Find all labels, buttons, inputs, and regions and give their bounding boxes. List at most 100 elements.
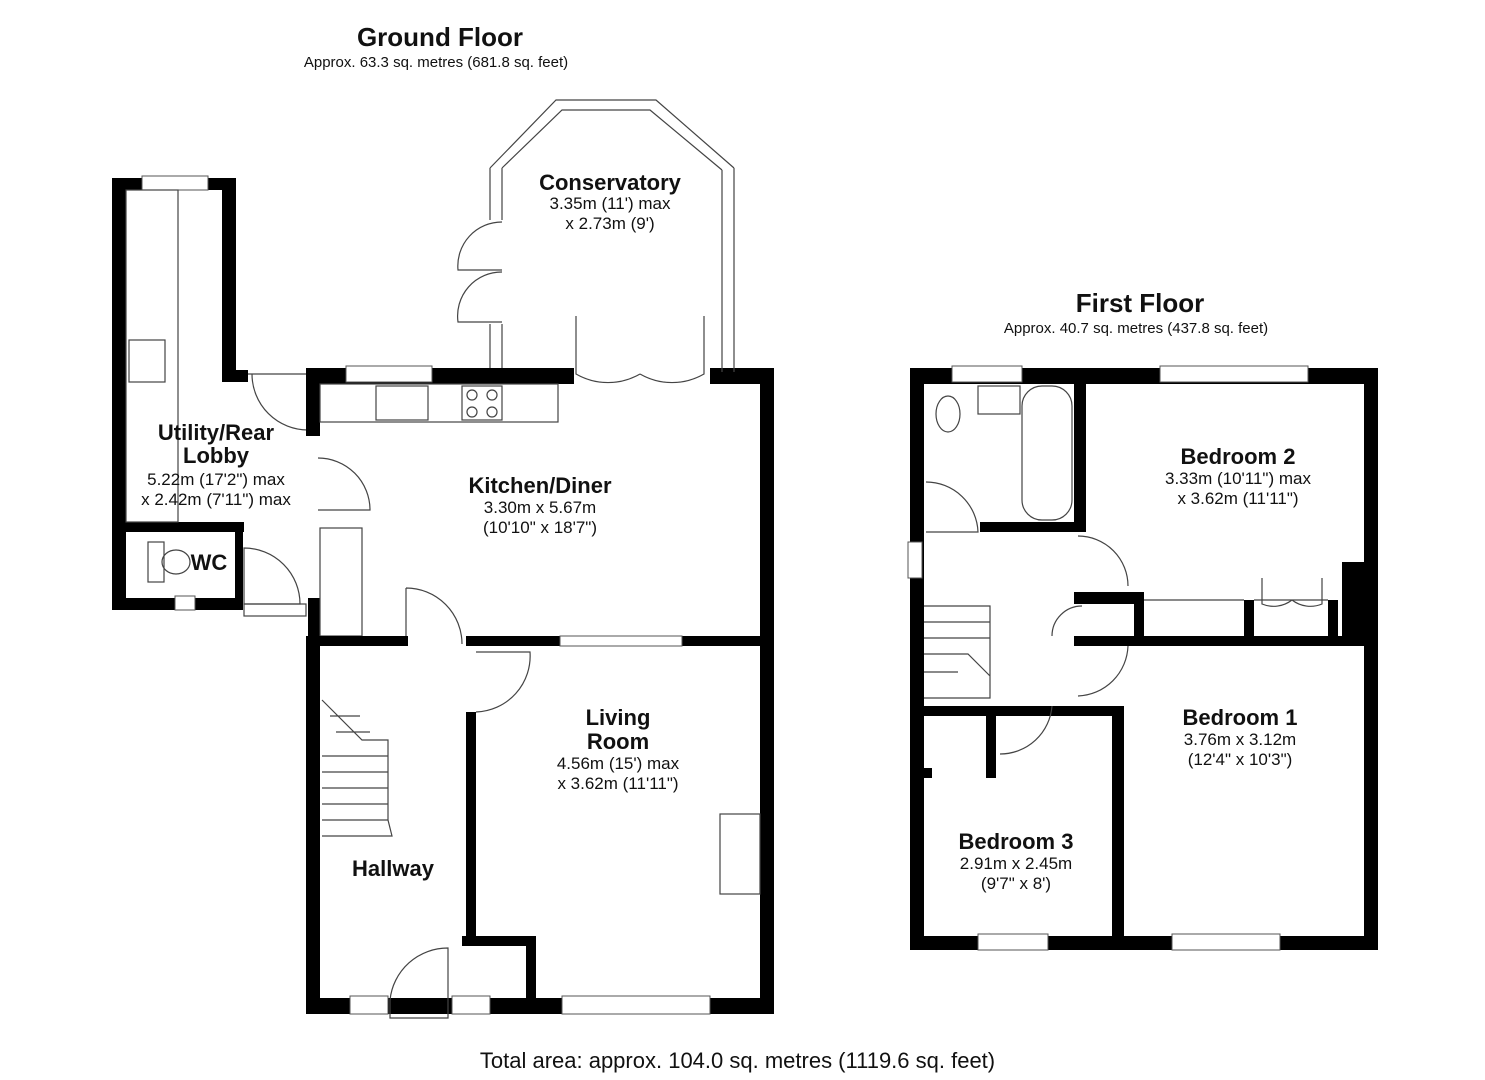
bathroom-window [951, 365, 1023, 383]
conservatory-glazing-lower [489, 324, 503, 368]
kitchen-dim1: 3.30m x 5.67m [484, 498, 596, 517]
ff-wall-east [1364, 368, 1378, 950]
kitchen-dim2: (10'10" x 18'7") [483, 518, 597, 537]
bedroom3-dim2: (9'7" x 8') [981, 874, 1051, 893]
hall-wall-west [306, 636, 320, 1014]
conservatory-label: Conservatory [539, 170, 682, 195]
landing-window [907, 541, 923, 579]
chimney-breast [1342, 562, 1364, 640]
ground-floor-plan: Conservatory 3.35m (11') max x 2.73m (9'… [112, 99, 774, 1019]
living-label-line2: Room [587, 729, 649, 754]
cupboard-wall-2 [1244, 600, 1254, 640]
kitchen-wall-west-lower [308, 598, 320, 638]
bathroom-wall-east [1074, 384, 1086, 532]
ground-floor-title: Ground Floor [356, 22, 524, 52]
bedroom2-door-swing [1051, 535, 1129, 637]
wc-cistern [147, 541, 165, 583]
utility-label-line2: Lobby [183, 443, 250, 468]
utility-wall-west [112, 178, 126, 610]
bedroom2-dim2: x 3.62m (11'11") [1177, 489, 1298, 508]
utility-window-north [141, 175, 209, 191]
first-floor-plan: Bedroom 2 3.33m (10'11") max x 3.62m (11… [907, 365, 1378, 951]
wc-toilet [161, 549, 191, 575]
ff-wall-west [910, 368, 924, 950]
bedroom3-dim1: 2.91m x 2.45m [960, 854, 1072, 873]
living-fireplace [719, 813, 761, 895]
wc-wall-east [235, 522, 243, 610]
bedroom1-label: Bedroom 1 [1183, 705, 1298, 730]
hob-ring [486, 406, 498, 418]
first-floor-area: Approx. 40.7 sq. metres (437.8 sq. feet) [1003, 320, 1269, 337]
bedroom3-wall-nib [986, 706, 996, 778]
bedroom1-window [1171, 933, 1281, 951]
bedroom3-wall-north [924, 706, 1118, 716]
front-door-swing [389, 947, 449, 1019]
hallway-label: Hallway [352, 856, 435, 881]
first-floor-title: First Floor [1075, 288, 1205, 318]
wc-wall-north [126, 522, 244, 532]
bedroom2-window [1159, 365, 1309, 383]
conservatory-glazing [489, 99, 735, 372]
living-internal-glazing [559, 635, 683, 647]
kitchen-wall-north-east [710, 368, 774, 384]
conservatory-dim2: x 2.73m (9') [565, 214, 654, 233]
hall-window-right [451, 995, 491, 1015]
bedroom3-door-swing [999, 705, 1053, 755]
living-window [561, 995, 711, 1015]
bedroom2-wall-south-left [1074, 592, 1144, 604]
hall-wall-north [306, 636, 408, 646]
utility-wall-ne [222, 370, 248, 382]
living-label-line1: Living [586, 705, 651, 730]
porch-wall-east [526, 936, 536, 1002]
conservatory-french-doors [575, 316, 705, 384]
conservatory-dim1: 3.35m (11') max [549, 194, 671, 213]
utility-worktop [125, 189, 179, 523]
bathroom-basin [977, 385, 1021, 415]
kitchen-window [345, 365, 433, 383]
wc-window [174, 595, 196, 611]
utility-label-line1: Utility/Rear [158, 420, 275, 445]
bathroom-wall-south [980, 522, 1086, 532]
kitchen-wall-west-upper [306, 368, 320, 436]
bathroom-toilet [935, 395, 961, 433]
ground-stairs [321, 699, 393, 837]
hall-window-left [349, 995, 389, 1015]
hob-ring [466, 389, 478, 401]
living-door-swing [475, 651, 531, 713]
bedroom1-dim2: (12'4" x 10'3") [1188, 750, 1293, 769]
wardrobe-doors [1261, 578, 1323, 607]
bedroom1-bedroom3-wall [1112, 706, 1124, 936]
bedroom1-dim1: 3.76m x 3.12m [1184, 730, 1296, 749]
hob-ring [486, 389, 498, 401]
bedroom3-label: Bedroom 3 [959, 829, 1074, 854]
bedroom3-wall-nib-west [924, 768, 932, 778]
utility-wall-east [222, 178, 236, 382]
hall-living-partition [466, 712, 476, 940]
total-area: Total area: approx. 104.0 sq. metres (11… [479, 1048, 996, 1073]
hob-ring [466, 406, 478, 418]
wc-label: WC [191, 550, 228, 575]
hall-kitchen-door-swing [405, 587, 463, 645]
cupboard-wall-1 [1134, 596, 1144, 640]
wc-door-step [243, 603, 307, 617]
bedroom1-door-swing [1077, 645, 1129, 697]
conservatory-side-doors [456, 221, 503, 323]
bedroom2-dim1: 3.33m (10'11") max [1165, 469, 1311, 488]
bathroom-door-swing [925, 481, 979, 533]
wc-door-swing [243, 547, 301, 605]
bedroom3-window [977, 933, 1049, 951]
kitchen-sink [375, 385, 429, 421]
kitchen-label: Kitchen/Diner [468, 473, 611, 498]
bath-tub [1021, 385, 1073, 521]
bedroom2-label: Bedroom 2 [1181, 444, 1296, 469]
first-floor-stairs [924, 605, 991, 699]
utility-dim1: 5.22m (17'2") max [147, 470, 285, 489]
ground-floor-area: Approx. 63.3 sq. metres (681.8 sq. feet) [303, 54, 569, 71]
kitchen-unit [319, 527, 363, 637]
cupboard-wall-3 [1328, 600, 1338, 640]
utility-kitchen-door-swing [317, 457, 371, 511]
living-dim1: 4.56m (15') max [557, 754, 680, 773]
living-dim2: x 3.62m (11'11") [557, 774, 678, 793]
utility-dim2: x 2.42m (7'11") max [141, 490, 291, 509]
